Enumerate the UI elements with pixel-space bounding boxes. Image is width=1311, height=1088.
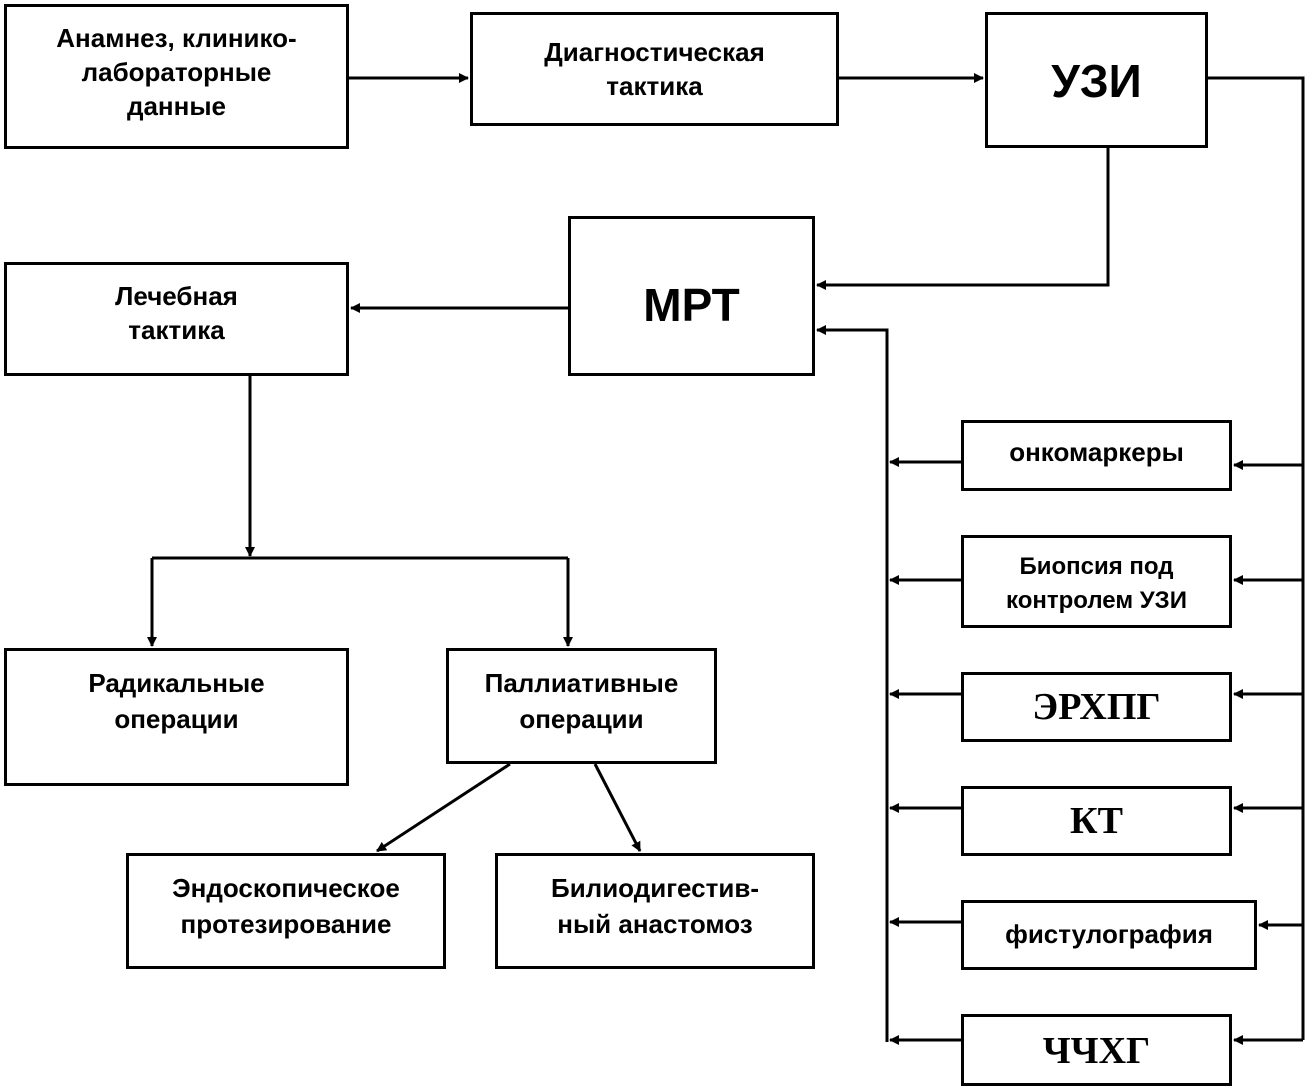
edge-palliative-to-anastomosis	[593, 763, 642, 852]
node-chchhg: ЧЧХГ	[961, 1014, 1232, 1086]
node-uzi-label: УЗИ	[1051, 55, 1142, 107]
node-erhpg-label: ЭРХПГ	[1032, 686, 1161, 728]
node-biliodigestive-anastomosis: Билиодигестив- ный анастомоз	[495, 853, 815, 969]
node-diagnostic-tactics-label: Диагностическая тактика	[544, 37, 765, 101]
node-palliative-operations: Паллиативные операции	[446, 648, 717, 764]
edge-uzi-to-mrt	[816, 148, 1110, 290]
node-uzi: УЗИ	[985, 12, 1208, 148]
node-biopsy: Биопсия под контролем УЗИ	[961, 535, 1232, 628]
node-diagnostic-tactics: Диагностическая тактика	[470, 12, 839, 126]
node-radical-operations: Радикальные операции	[4, 648, 349, 786]
node-kt: КТ	[961, 786, 1232, 856]
node-kt-label: КТ	[1070, 800, 1123, 842]
edge-collector-to-mrt	[816, 325, 889, 1042]
node-endoscopic-prosthetics: Эндоскопическое протезирование	[126, 853, 446, 969]
node-biliodigestive-anastomosis-label: Билиодигестив- ный анастомоз	[551, 873, 759, 939]
edge-palliative-to-endoscopic	[376, 762, 511, 853]
node-anamnesis-label: Анамнез, клинико- лабораторные данные	[56, 23, 297, 121]
node-treatment-tactics: Лечебная тактика	[4, 262, 349, 376]
node-chchhg-label: ЧЧХГ	[1042, 1030, 1151, 1072]
node-mrt-label: МРТ	[643, 279, 740, 331]
node-tumor-markers-label: онкомаркеры	[1009, 437, 1184, 467]
node-biopsy-label: Биопсия под контролем УЗИ	[1006, 553, 1187, 614]
node-palliative-operations-label: Паллиативные операции	[484, 668, 679, 734]
uzi-right-trunk	[1208, 76, 1305, 1040]
node-erhpg: ЭРХПГ	[961, 672, 1232, 742]
node-treatment-tactics-label: Лечебная тактика	[115, 281, 238, 345]
node-fistulography: фистулография	[961, 900, 1257, 970]
node-mrt: МРТ	[568, 216, 815, 376]
node-tumor-markers: онкомаркеры	[961, 420, 1232, 491]
node-endoscopic-prosthetics-label: Эндоскопическое протезирование	[172, 873, 400, 939]
node-radical-operations-label: Радикальные операции	[88, 668, 265, 734]
node-anamnesis: Анамнез, клинико- лабораторные данные	[4, 4, 349, 149]
node-fistulography-label: фистулография	[1005, 919, 1213, 949]
